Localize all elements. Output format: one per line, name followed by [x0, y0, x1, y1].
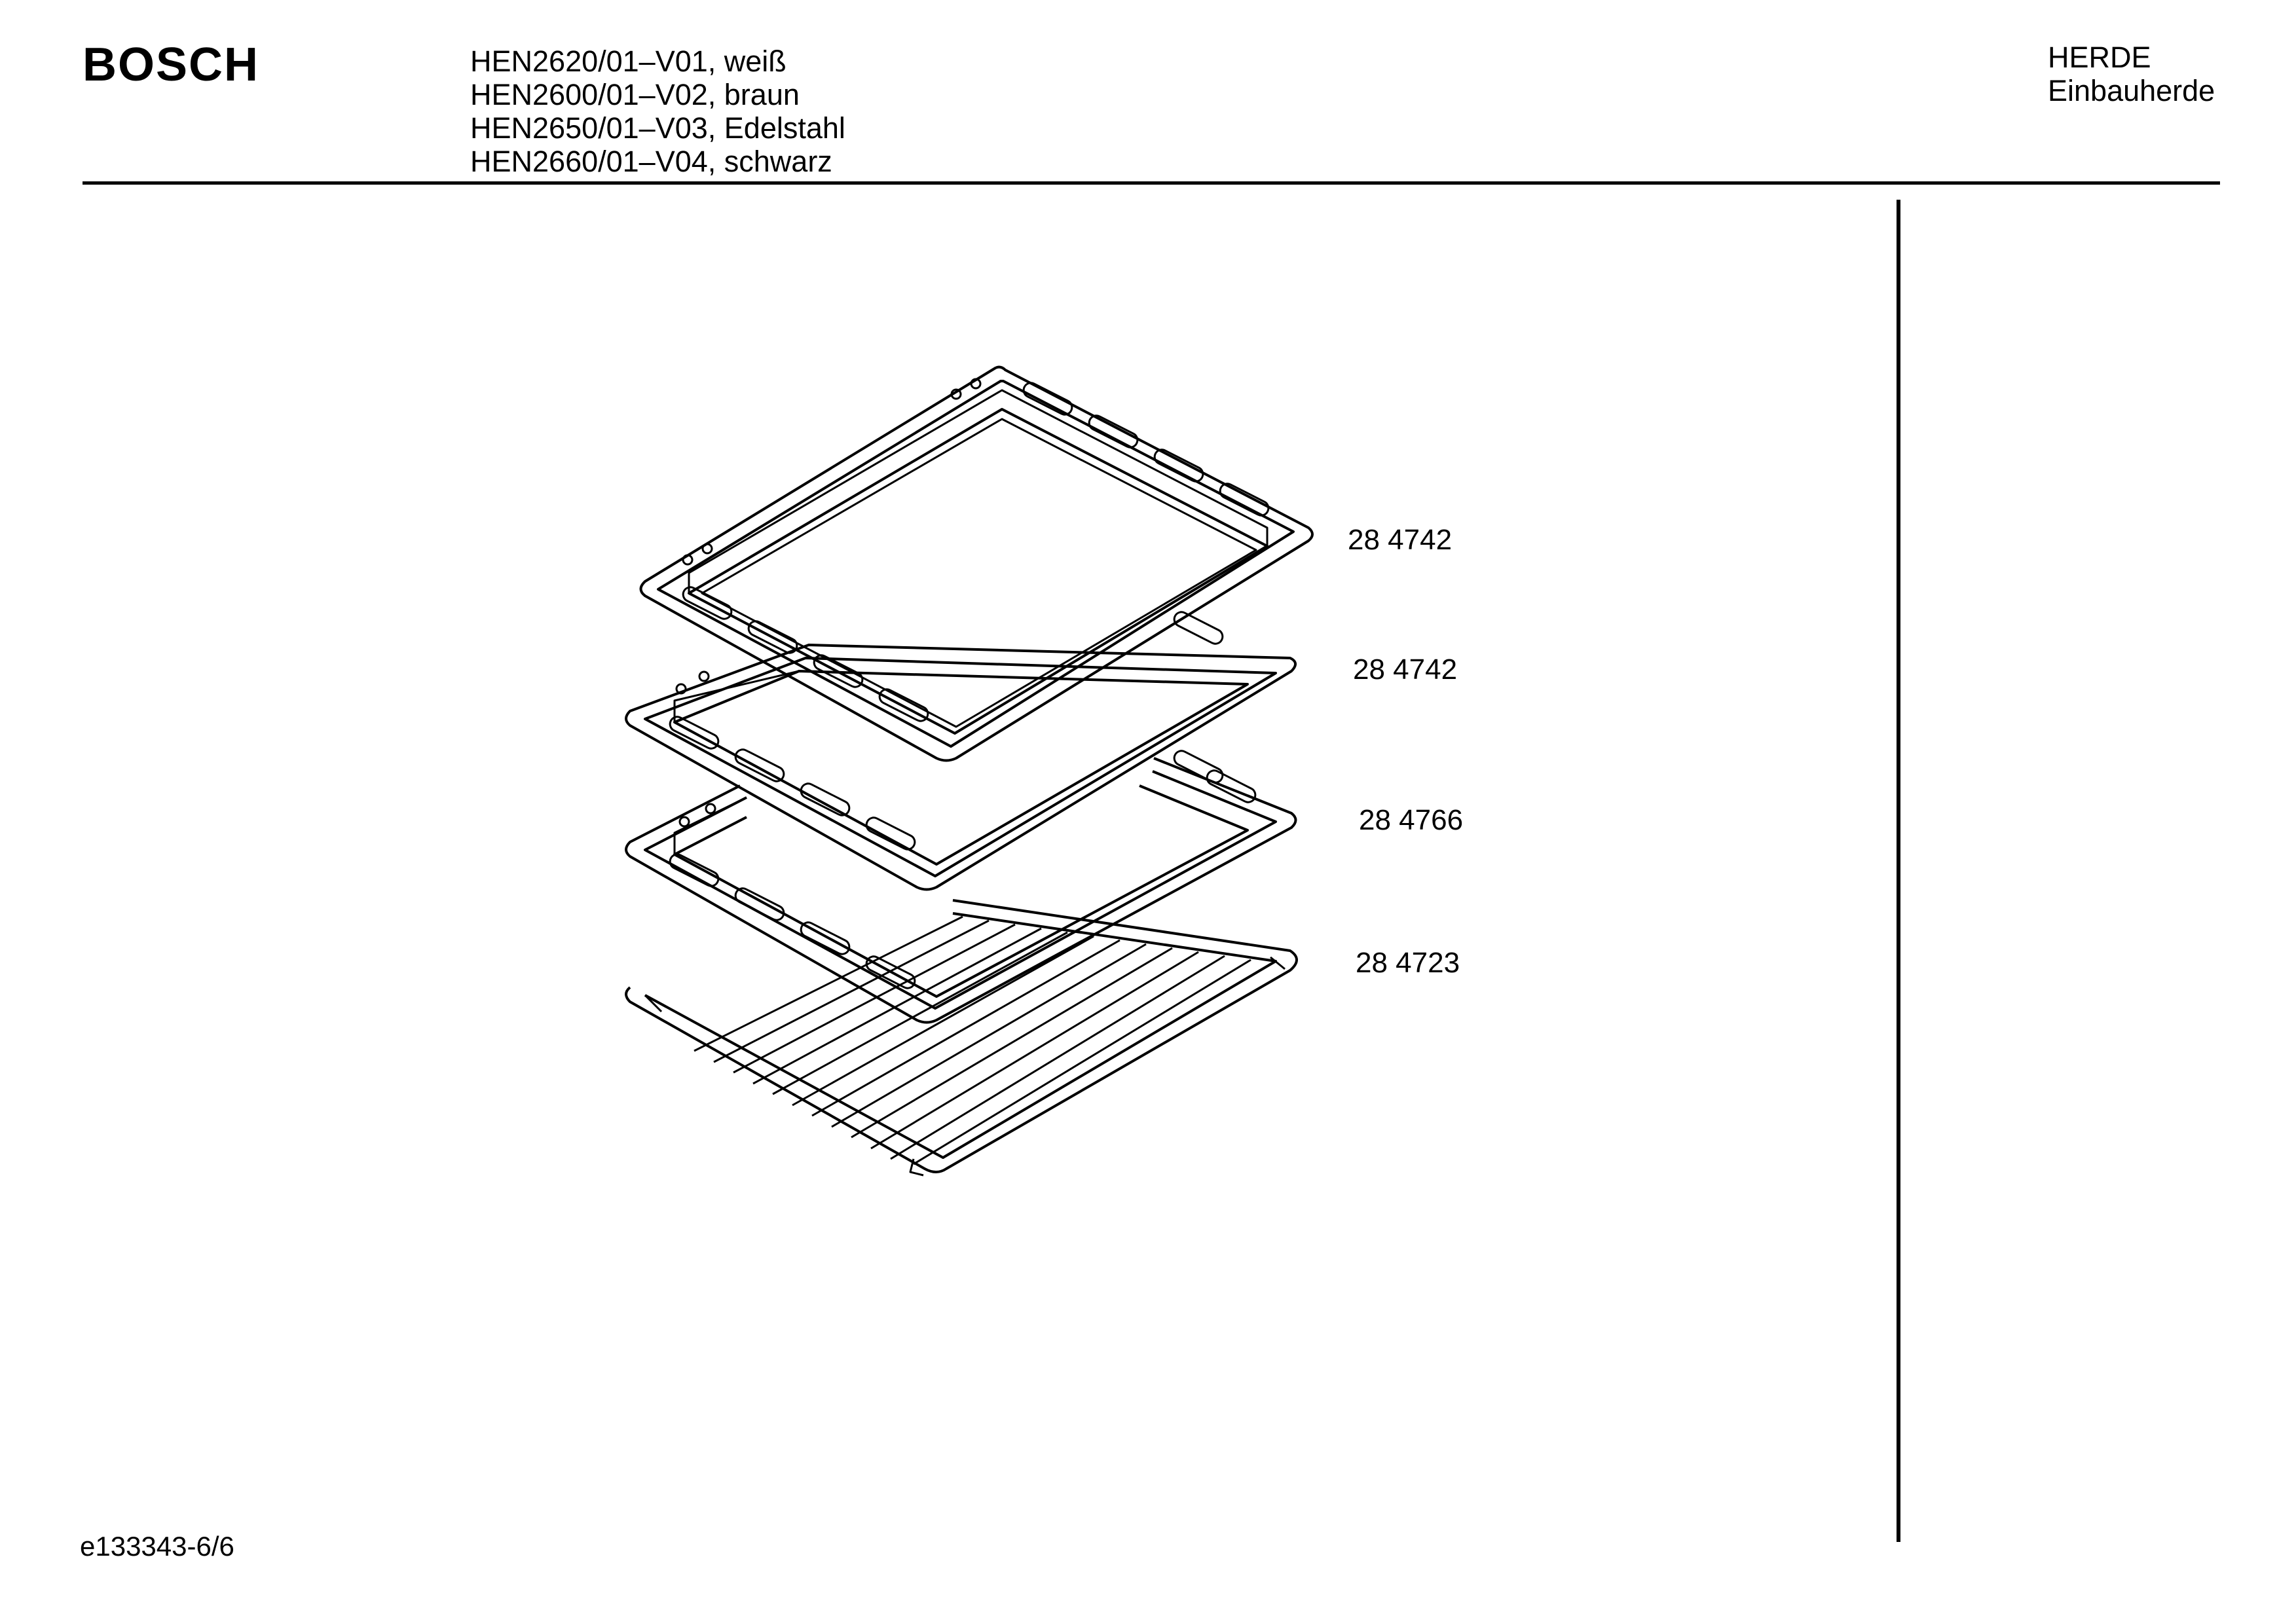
model-line: HEN2600/01–V02, braun	[470, 78, 800, 111]
part-number-label: 28 4723	[1356, 947, 1460, 979]
brand-logo: BOSCH	[83, 39, 260, 91]
category-block: HERDE Einbauherde	[2048, 41, 2215, 107]
document-id: e133343-6/6	[80, 1531, 234, 1562]
parts-column-divider	[1897, 200, 1900, 1542]
model-line: HEN2620/01–V01, weiß	[470, 45, 787, 78]
header-divider	[83, 181, 2220, 185]
category-title: HERDE	[2048, 41, 2151, 74]
baking-tray-second	[625, 611, 1297, 891]
part-number-label: 28 4742	[1348, 524, 1453, 556]
model-list: HEN2620/01–V01, weiß HEN2600/01–V02, bra…	[470, 45, 845, 178]
subcategory-title: Einbauherde	[2048, 74, 2215, 107]
baking-tray-top	[639, 365, 1314, 762]
part-number-label: 28 4766	[1359, 804, 1464, 836]
model-line: HEN2650/01–V03, Edelstahl	[470, 111, 845, 145]
part-number-label: 28 4742	[1353, 653, 1458, 686]
oven-rack	[625, 899, 1298, 1177]
model-line: HEN2660/01–V04, schwarz	[470, 145, 832, 178]
baking-tray-third	[625, 750, 1297, 1024]
